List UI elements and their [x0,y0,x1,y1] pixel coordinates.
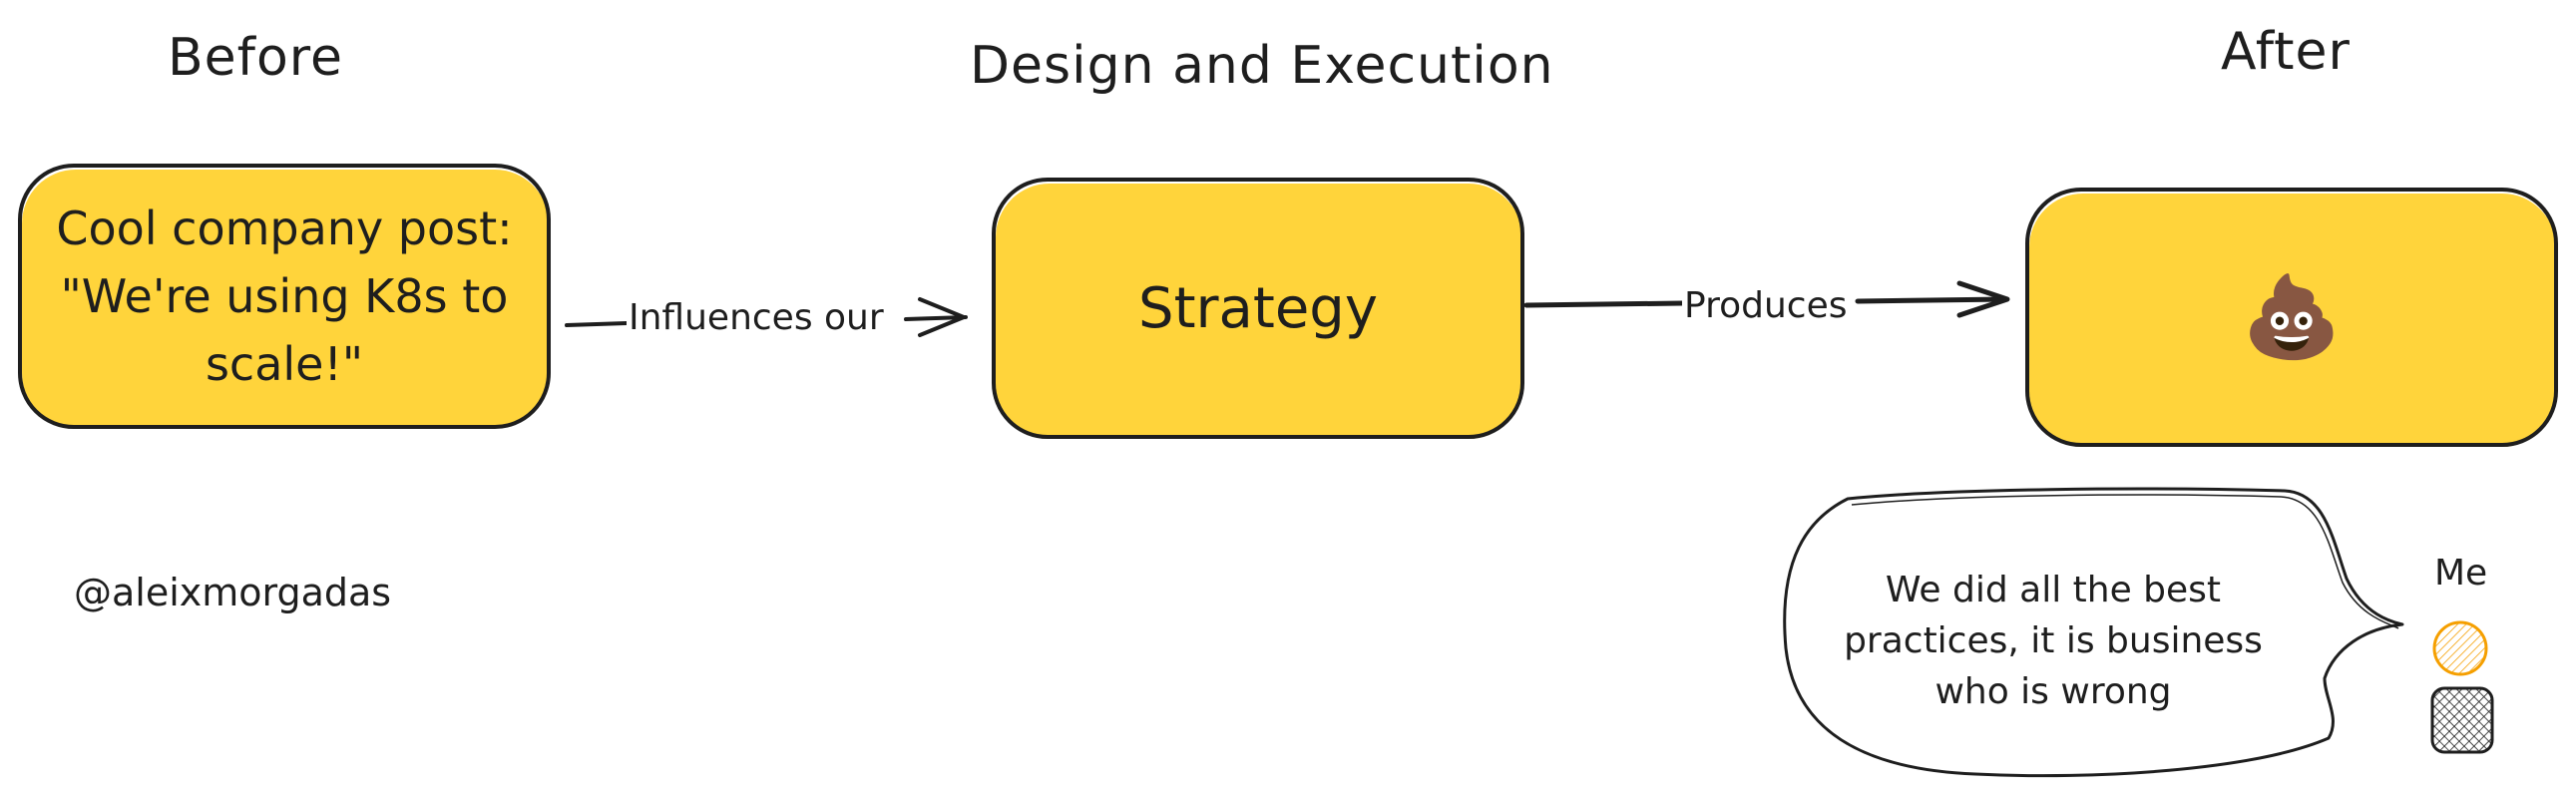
after-box-fill [2029,194,2556,447]
after-heading: After [2221,22,2351,82]
person-label: Me [2434,553,2488,594]
before-heading: Before [168,28,344,88]
influences-arrow-line [565,315,968,327]
speech-bubble-outline-sketch [1851,494,2399,629]
speech-bubble-outline [1783,487,2404,778]
produces-edge-label: Produces [1682,285,1850,326]
person-body-icon [2430,686,2494,754]
author-handle: @aleixmorgadas [74,571,392,614]
person-head-icon [2432,620,2488,676]
strategy-box-text: Strategy [1138,275,1378,341]
poop-emoji-icon: 💩 [2242,270,2342,363]
influences-edge-label: Influences our [627,297,886,338]
influences-arrowhead [918,297,966,337]
produces-arrowhead [1956,280,2010,318]
design-execution-heading: Design and Execution [970,36,1554,96]
strategy-box: Strategy [992,178,1524,439]
before-box: Cool company post: "We're using K8s to s… [18,164,551,429]
speech-bubble-text: We did all the best practices, it is bus… [1844,570,2263,712]
before-box-text: Cool company post: "We're using K8s to s… [56,201,513,391]
produces-arrow-line [1523,296,2008,308]
after-box: 💩 [2025,188,2558,447]
strategy-box-fill [996,184,1522,439]
before-box-fill [22,170,549,427]
